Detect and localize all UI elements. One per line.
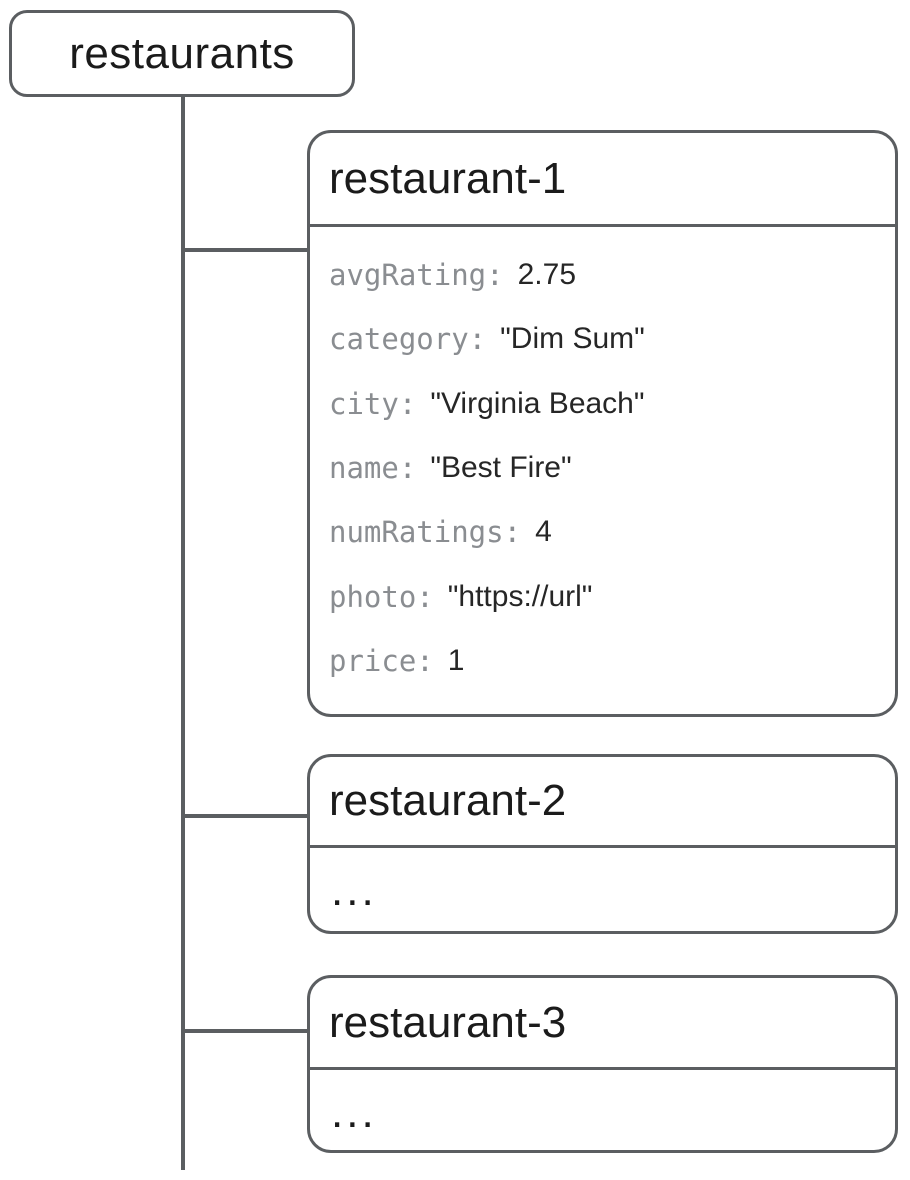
document-header: restaurant-1 [310,133,895,227]
document-card-restaurant-2: restaurant-2 ... [307,754,898,934]
document-header: restaurant-3 [310,978,895,1070]
field-key: name: [329,451,417,486]
document-ellipsis: ... [331,865,377,915]
field-value: 1 [447,643,465,677]
field-row-price: price: 1 [329,629,885,693]
connector-line-restaurant-2 [183,814,310,818]
field-value: 2.75 [517,258,576,292]
field-key: category: [329,322,487,357]
field-row-city: city: "Virginia Beach" [329,372,885,436]
connector-line-restaurant-1 [183,248,310,252]
field-value: 4 [535,515,552,549]
document-fields: avgRating: 2.75 category: "Dim Sum" city… [310,227,895,693]
field-row-name: name: "Best Fire" [329,436,885,500]
document-ellipsis: ... [331,1087,377,1137]
field-value: "https://url" [447,579,593,613]
field-key: photo: [329,579,434,614]
collection-node-restaurants: restaurants [9,10,355,97]
field-value: "Virginia Beach" [430,386,645,420]
document-card-restaurant-1: restaurant-1 avgRating: 2.75 category: "… [307,130,898,717]
field-key: numRatings: [329,515,522,550]
connector-line-restaurant-3 [183,1029,310,1033]
field-key: city: [329,386,417,421]
field-row-category: category: "Dim Sum" [329,307,885,371]
document-header: restaurant-2 [310,757,895,848]
field-value: "Dim Sum" [500,322,645,356]
field-row-numRatings: numRatings: 4 [329,500,885,564]
tree-trunk-line [181,97,185,1170]
field-value: "Best Fire" [430,451,572,485]
document-card-restaurant-3: restaurant-3 ... [307,975,898,1153]
field-key: price: [329,643,434,678]
field-key: avgRating: [329,258,504,293]
document-title: restaurant-2 [329,776,567,825]
field-row-avgRating: avgRating: 2.75 [329,243,885,307]
field-row-photo: photo: "https://url" [329,564,885,628]
document-title: restaurant-1 [329,153,567,203]
document-title: restaurant-3 [329,997,567,1047]
collection-label: restaurants [69,28,295,78]
